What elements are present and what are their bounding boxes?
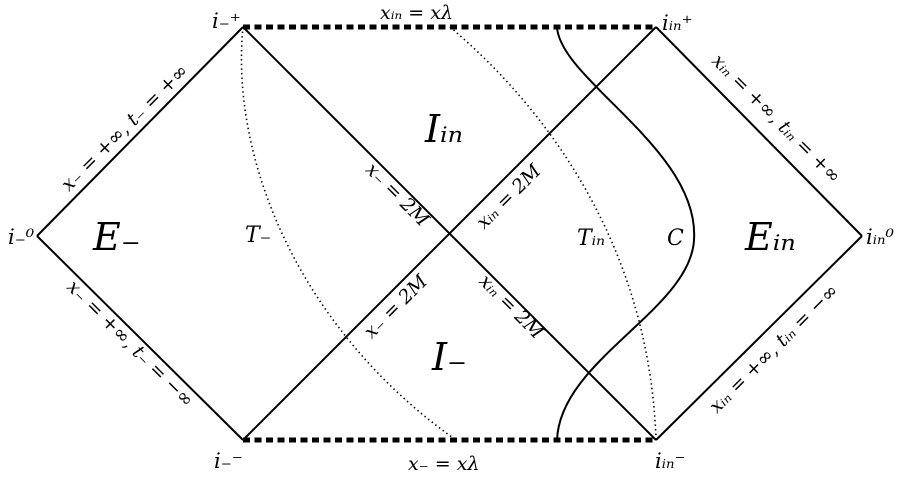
- right-upper-boundary: [655, 26, 863, 237]
- point-i-in-zero: iᵢₙ⁰: [866, 225, 894, 249]
- c-curve: [556, 26, 696, 441]
- right-lower-boundary: [655, 235, 863, 441]
- t-minus-curve: [240, 26, 457, 441]
- t-in-curve: [449, 26, 657, 441]
- label-left-upper: x₋ = +∞, t₋ = +∞: [57, 60, 193, 196]
- label-right-lower: xᵢₙ = +∞, tᵢₙ = −∞: [705, 280, 843, 418]
- label-horizon-in-lower: xᵢₙ = 2M: [475, 270, 549, 344]
- region-i-minus: I₋: [431, 335, 467, 379]
- label-left-lower: x₋ = +∞, t₋ = −∞: [62, 276, 198, 412]
- left-upper-boundary: [36, 26, 244, 237]
- region-e-in: Eᵢₙ: [744, 215, 796, 259]
- curve-label-c: C: [667, 226, 684, 251]
- label-bottom-singularity: x₋ = xλ: [408, 453, 480, 475]
- point-i-in-minus: iᵢₙ⁻: [655, 449, 686, 473]
- horizon-x-in: [242, 26, 657, 441]
- curve-label-t-in: Tᵢₙ: [577, 226, 605, 251]
- label-horizon-minus-upper: x₋ = 2M: [361, 159, 434, 232]
- label-right-upper: xᵢₙ = +∞, tᵢₙ = +∞: [707, 50, 845, 188]
- left-lower-boundary: [36, 235, 244, 441]
- label-horizon-in-upper: xᵢₙ = 2M: [472, 160, 546, 234]
- point-i-minus-plus: i₋⁺: [212, 9, 241, 33]
- region-e-minus: E₋: [92, 215, 141, 259]
- label-horizon-minus-lower: x₋ = 2M: [360, 270, 433, 343]
- point-i-in-plus: iᵢₙ⁺: [662, 11, 693, 35]
- region-i-in: Iᵢₙ: [424, 107, 463, 151]
- label-top-singularity: xᵢₙ = xλ: [380, 2, 453, 24]
- point-i-minus-zero: i₋⁰: [8, 225, 35, 249]
- point-i-minus-minus: i₋⁻: [214, 449, 243, 473]
- curve-label-t-minus: T₋: [245, 223, 271, 248]
